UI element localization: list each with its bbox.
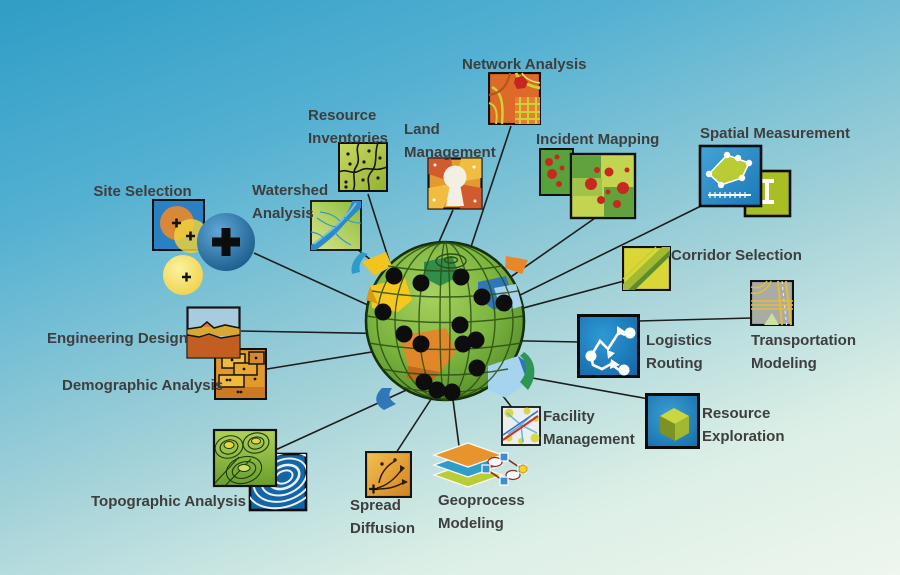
geoprocess-modeling-label: Geoprocess Modeling (438, 492, 525, 532)
connector-geoprocess-modeling (451, 391, 460, 447)
resource-exploration-icon (645, 393, 700, 449)
logistics-routing-icon (577, 314, 640, 378)
land-management-label: Land Management (404, 121, 496, 161)
connector-transportation-modeling (637, 317, 753, 322)
network-analysis-label: Network Analysis (462, 56, 587, 73)
network-analysis-icon (488, 72, 541, 125)
resource-exploration-label: Resource Exploration (702, 405, 785, 445)
connector-site-selection (253, 252, 384, 313)
spatial-measurement-label: Spatial Measurement (700, 125, 851, 142)
globe-connection-dots (374, 267, 513, 401)
engineering-design-icon (186, 306, 241, 359)
watershed-analysis-icon (310, 200, 362, 251)
connector-topographic-analysis (270, 381, 425, 453)
transportation-modeling-icon (750, 280, 794, 326)
topographic-analysis-label: Topographic Analysis (91, 493, 247, 510)
transportation-modeling-label: Transportation Modeling (751, 332, 857, 372)
land-management-icon (427, 157, 483, 210)
corridor-selection-icon (622, 246, 671, 291)
watershed-analysis-label: Watershed Analysis (252, 182, 329, 222)
facility-management-label: Facility Management (543, 408, 635, 448)
connector-spatial-measurement (503, 205, 702, 304)
resource-inventories-icon (338, 142, 388, 192)
resource-inventories-label: Resource Inventories (308, 107, 389, 147)
logistics-routing-label: Logistics Routing (646, 332, 712, 372)
demographic-analysis-label: Demographic Analysis (62, 377, 224, 394)
site-selection-icon (150, 196, 265, 300)
spread-diffusion-icon (365, 451, 412, 498)
connector-spread-diffusion (393, 389, 438, 457)
incident-mapping-icon (538, 147, 638, 220)
site-selection-label: Site Selection (93, 183, 192, 200)
gis-globe (351, 240, 535, 410)
engineering-design-label: Engineering Design (47, 330, 188, 347)
incident-mapping-label: Incident Mapping (536, 131, 660, 148)
topographic-analysis-icon (211, 427, 309, 514)
geoprocess-modeling-icon (428, 438, 528, 495)
corridor-selection-label: Corridor Selection (671, 247, 802, 264)
facility-management-icon (501, 406, 541, 446)
spatial-measurement-icon (697, 143, 794, 220)
spread-diffusion-label: Spread Diffusion (350, 497, 415, 537)
globe-pole-cap (435, 253, 467, 269)
